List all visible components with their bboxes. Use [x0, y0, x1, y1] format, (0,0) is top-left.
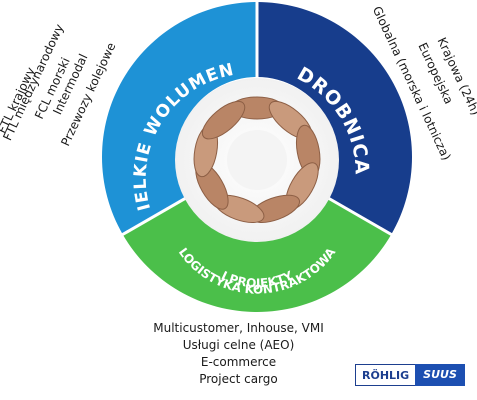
hands-center	[227, 130, 287, 190]
list-bottom-item: Usługi celne (AEO)	[182, 338, 295, 352]
logo-left-text: RÖHLIG	[355, 364, 416, 386]
list-bottom: Multicustomer, Inhouse, VMI Usługi celne…	[0, 320, 477, 388]
rohlig-suus-logo: RÖHLIG SUUS	[355, 364, 473, 386]
list-bottom-item: Multicustomer, Inhouse, VMI	[153, 321, 324, 335]
segment-bottom-label-line2: I PROJEKTY	[219, 268, 295, 290]
hand-shape	[201, 100, 246, 140]
list-bottom-item: E-commerce	[200, 355, 277, 369]
segment-right-groupage	[257, 2, 412, 235]
list-left: FTL krajowy FTL międzynarodowy FCL morsk…	[0, 22, 118, 148]
joined-hands-image	[193, 96, 321, 223]
logo-right-text: SUUS	[415, 364, 465, 386]
svg-text:I PROJEKTY: I PROJEKTY	[219, 268, 295, 290]
segment-left-large-volumes	[102, 2, 257, 235]
list-bottom-item: Project cargo	[199, 372, 278, 386]
segment-bottom-contract-logistics	[122, 197, 392, 312]
